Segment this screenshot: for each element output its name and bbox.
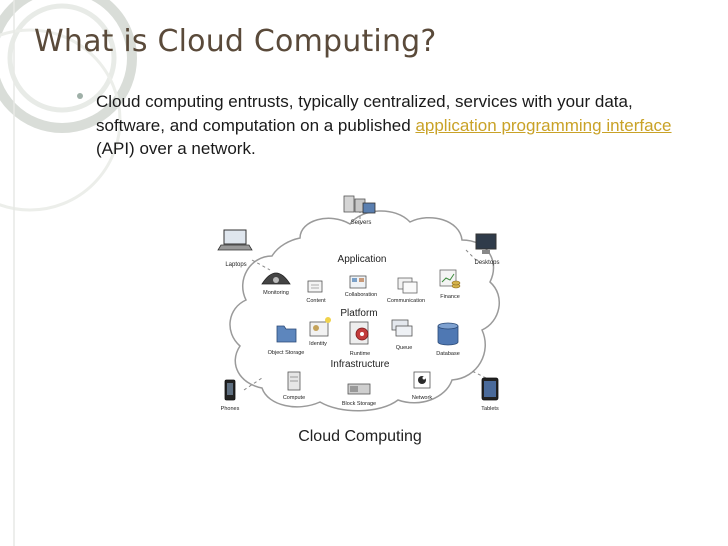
collaboration-icon — [349, 275, 367, 289]
network-icon — [413, 371, 431, 389]
label-network: Network — [412, 395, 432, 401]
desktop-icon — [475, 233, 497, 254]
label-desktops: Desktops — [474, 260, 499, 266]
label-finance: Finance — [440, 294, 460, 300]
api-link[interactable]: application programming interface — [415, 115, 672, 135]
object-storage-icon — [276, 325, 297, 343]
label-tablets: Tablets — [481, 406, 499, 412]
label-runtime: Runtime — [350, 351, 370, 357]
label-servers: Servers — [351, 220, 372, 226]
label-object-storage: Object Storage — [268, 350, 305, 356]
content-icon — [307, 280, 323, 293]
label-identity: Identity — [309, 341, 327, 347]
bullet-icon — [77, 93, 83, 99]
monitoring-icon — [261, 272, 291, 285]
bullet-text: Cloud computing entrusts, typically cent… — [96, 90, 676, 161]
phone-icon — [224, 379, 236, 401]
layer-infrastructure: Infrastructure — [331, 359, 390, 370]
laptop-icon — [217, 229, 253, 251]
body-text-part-2: (API) over a network. — [96, 139, 256, 158]
label-queue: Queue — [396, 345, 413, 351]
diagram-caption: Cloud Computing — [298, 428, 422, 445]
tablet-icon — [481, 377, 499, 401]
layer-platform: Platform — [340, 308, 377, 319]
block-storage-icon — [347, 383, 371, 395]
body-text-part-1: Cloud computing entrusts, typically cent… — [96, 92, 633, 135]
database-icon — [437, 322, 459, 346]
cloud-shape — [229, 210, 500, 412]
label-collaboration: Collaboration — [345, 292, 377, 298]
label-monitoring: Monitoring — [263, 290, 289, 296]
runtime-icon — [349, 321, 369, 345]
label-phones: Phones — [221, 406, 240, 412]
label-laptops: Laptops — [225, 262, 246, 268]
identity-icon — [309, 317, 331, 337]
label-block-storage: Block Storage — [342, 401, 376, 407]
servers-icon — [343, 195, 376, 214]
label-compute: Compute — [283, 395, 305, 401]
layer-application: Application — [338, 254, 387, 265]
finance-icon — [439, 269, 461, 289]
label-communication: Communication — [387, 298, 425, 304]
queue-icon — [391, 319, 413, 337]
label-content: Content — [306, 298, 326, 304]
slide-title: What is Cloud Computing? — [34, 24, 437, 59]
communication-icon — [397, 277, 418, 294]
compute-icon — [287, 371, 301, 391]
label-database: Database — [436, 351, 460, 357]
